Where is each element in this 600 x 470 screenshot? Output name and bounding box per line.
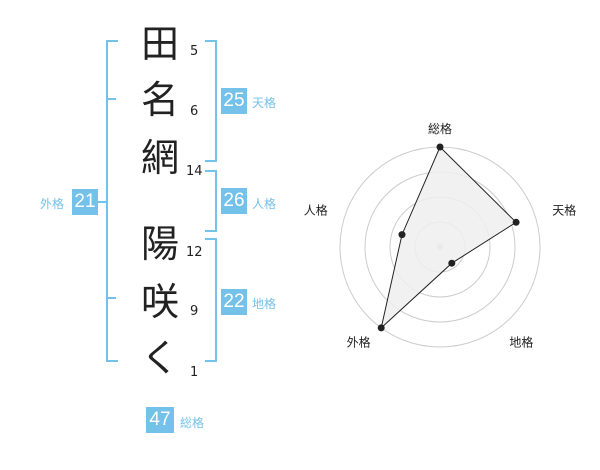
chikaku-badge: 22 (221, 289, 247, 315)
gaikaku-badge: 21 (72, 189, 98, 215)
name-char-5: 咲 (140, 280, 179, 324)
soukaku-label: 総格 (180, 416, 205, 430)
radar-point-5 (398, 231, 406, 239)
radar-point-3 (448, 259, 456, 267)
radar-axis-label-1: 総格 (428, 121, 452, 136)
stroke-count-4: 12 (186, 245, 203, 260)
gaikaku-bracket (106, 40, 118, 362)
radar-axis-label-2: 天格 (552, 203, 576, 218)
name-char-1: 田 (140, 22, 179, 66)
jinkaku-label: 人格 (252, 197, 277, 211)
radar-point-4 (377, 324, 385, 332)
radar-area (380, 146, 517, 330)
name-char-4: 陽 (140, 222, 179, 266)
name-char-2: 名 (140, 78, 179, 122)
radar-point-1 (436, 143, 444, 151)
stroke-count-1: 5 (190, 44, 199, 59)
stroke-count-3: 14 (186, 164, 203, 179)
radar-point-2 (512, 218, 520, 226)
tenkaku-badge: 25 (221, 88, 247, 114)
tenkaku-bracket (205, 40, 217, 162)
gaikaku-connector (98, 201, 106, 203)
tenkaku-label: 天格 (252, 96, 277, 110)
radar-axis-label-5: 人格 (304, 203, 328, 218)
gaikaku-label: 外格 (40, 197, 65, 211)
radar-axis-label-4: 外格 (347, 335, 371, 350)
stroke-count-2: 6 (190, 104, 199, 119)
gaikaku-bracket-tick-bottom (106, 297, 116, 299)
gaikaku-bracket-tick-top (106, 98, 116, 100)
soukaku-badge: 47 (146, 407, 174, 433)
name-char-3: 網 (140, 136, 179, 180)
chikaku-label: 地格 (252, 297, 277, 311)
jinkaku-bracket (205, 170, 217, 232)
name-char-6: く (140, 336, 179, 380)
radar-axis-label-3: 地格 (509, 335, 533, 350)
jinkaku-badge: 26 (221, 188, 247, 214)
chikaku-bracket (205, 238, 217, 362)
stroke-count-6: 1 (190, 365, 199, 380)
stroke-count-5: 9 (190, 304, 199, 319)
